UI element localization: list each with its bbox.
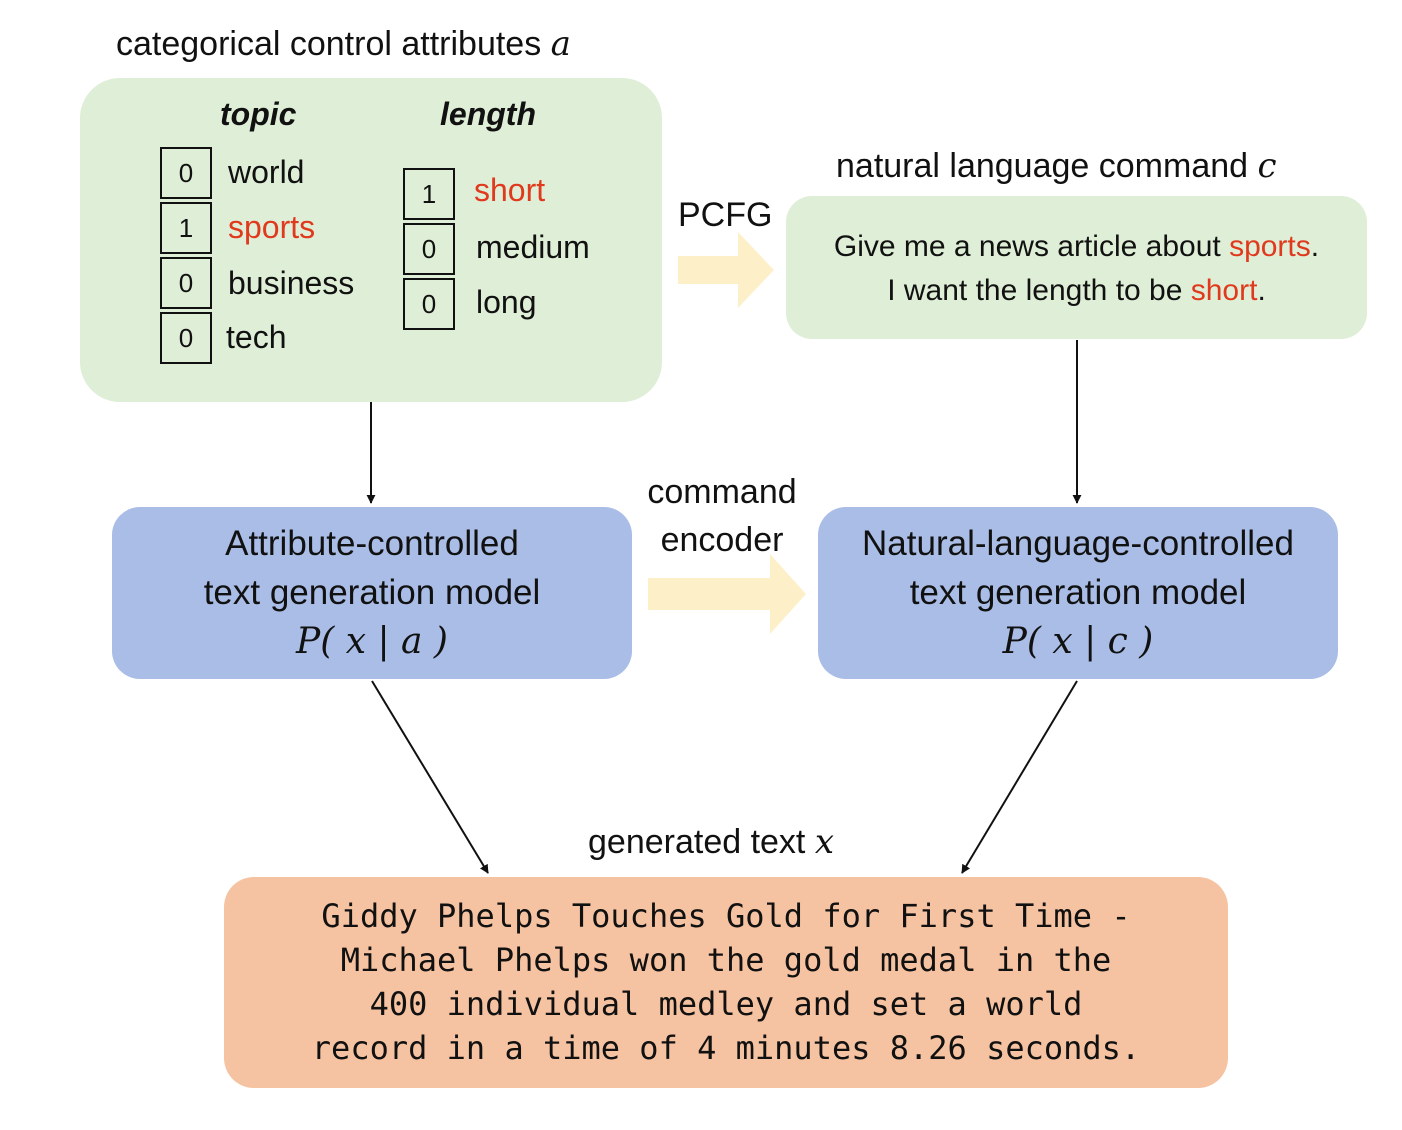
attr-model-line-2: text generation model <box>203 573 541 612</box>
topic-header: topic <box>220 96 297 132</box>
pcfg-block-arrow <box>678 232 774 308</box>
topic-cell-sports: 1 <box>160 202 212 254</box>
command-line-2-post: . <box>1257 274 1266 307</box>
attr-model-formula: P( x | a ) <box>296 621 448 662</box>
generated-title-text: generated text <box>588 823 815 861</box>
nl-model-line-1: Natural-language-controlled <box>862 524 1294 563</box>
length-label-long: long <box>476 284 537 320</box>
encoder-label-line-1: command <box>647 473 797 511</box>
generated-line-4: record in a time of 4 minutes 8.26 secon… <box>311 1029 1141 1067</box>
generated-title: generated text x <box>588 822 834 862</box>
command-title-text: natural language command <box>836 147 1258 185</box>
length-label-short: short <box>474 172 546 208</box>
command-line-2-highlight: short <box>1190 274 1258 307</box>
attr-model-line-1: Attribute-controlled <box>225 524 519 563</box>
command-text: Give me a news article about sports. I w… <box>786 225 1367 313</box>
nl-model-line-2: text generation model <box>909 573 1247 612</box>
command-title-var: c <box>1257 146 1277 186</box>
command-line-1: Give me a news article about sports. <box>786 225 1367 269</box>
command-title: natural language command c <box>836 146 1277 186</box>
encoder-label: command encoder <box>622 468 822 564</box>
attributes-title-text: categorical control attributes <box>116 25 551 63</box>
topic-label-world: world <box>228 154 305 190</box>
generated-line-1: Giddy Phelps Touches Gold for First Time… <box>321 897 1131 935</box>
arrow-attr-model-to-generated <box>371 680 489 874</box>
command-line-1-post: . <box>1310 230 1320 263</box>
topic-label-business: business <box>228 265 355 301</box>
encoder-label-line-2: encoder <box>660 521 784 559</box>
pcfg-label: PCFG <box>678 196 773 234</box>
nl-model-text: Natural-language-controlled text generat… <box>818 519 1338 666</box>
topic-label-tech: tech <box>226 319 287 355</box>
length-cell-medium: 0 <box>403 223 455 275</box>
command-line-1-pre: Give me a news article about <box>833 230 1230 263</box>
nl-model-formula: P( x | c ) <box>1002 621 1154 662</box>
generated-line-2: Michael Phelps won the gold medal in the <box>340 941 1112 979</box>
generated-box <box>224 877 1228 1088</box>
command-line-2: I want the length to be short. <box>786 269 1367 313</box>
attributes-title-var: a <box>550 24 571 64</box>
length-cell-short: 1 <box>403 168 455 220</box>
generated-title-var: x <box>814 822 835 862</box>
topic-label-sports: sports <box>228 209 316 245</box>
topic-cell-world: 0 <box>160 147 212 199</box>
topic-cell-tech: 0 <box>160 312 212 364</box>
length-cell-long: 0 <box>403 278 455 330</box>
attributes-title: categorical control attributes a <box>116 24 571 64</box>
encoder-block-arrow <box>648 554 806 634</box>
length-header: length <box>440 96 536 132</box>
attr-model-box <box>112 507 632 679</box>
generated-text: Giddy Phelps Touches Gold for First Time… <box>224 894 1228 1070</box>
length-label-medium: medium <box>476 229 590 265</box>
generated-line-3: 400 individual medley and set a world <box>369 985 1083 1023</box>
command-line-1-highlight: sports <box>1229 230 1311 263</box>
attr-model-text: Attribute-controlled text generation mod… <box>112 519 632 666</box>
command-line-2-pre: I want the length to be <box>887 274 1191 307</box>
attributes-box <box>80 78 662 402</box>
topic-cell-business: 0 <box>160 257 212 309</box>
command-box <box>786 196 1367 339</box>
arrow-nl-model-to-generated <box>961 680 1078 874</box>
nl-model-box <box>818 507 1338 679</box>
